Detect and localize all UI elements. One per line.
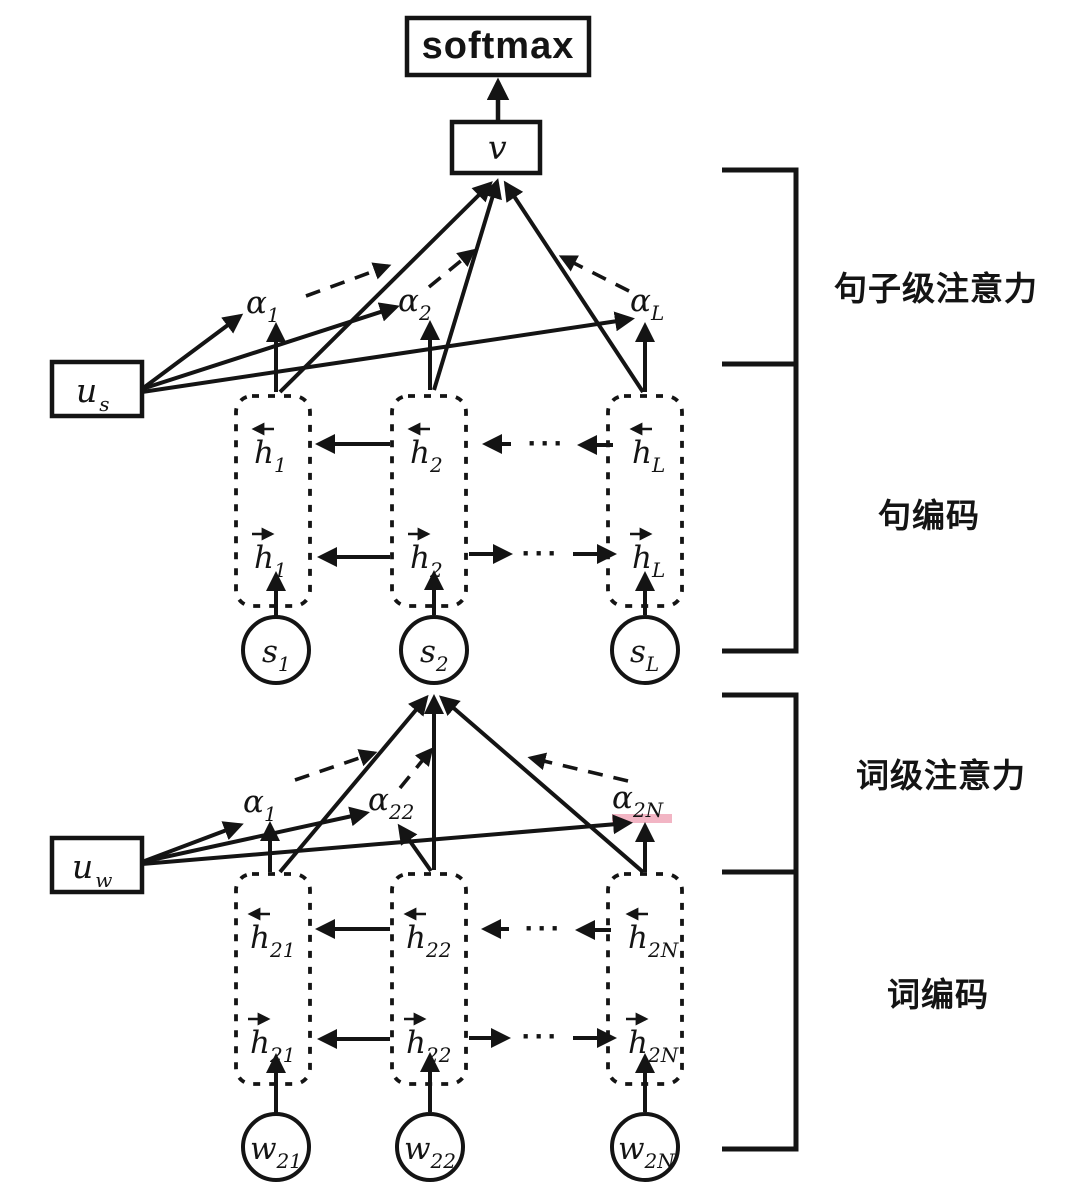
word-backward-state-2: h22 bbox=[406, 920, 451, 962]
edge-wstate2-to-walpha22 bbox=[397, 823, 433, 873]
ellipsis: ··· bbox=[528, 427, 567, 460]
sentence-forward-state-1: h1 bbox=[254, 540, 287, 582]
softmax-label: softmax bbox=[422, 25, 575, 67]
edge-walpha1-weight-dashed bbox=[294, 749, 378, 782]
word-forward-state-2: h22 bbox=[406, 1025, 451, 1067]
word-alpha-2N: α2N bbox=[612, 780, 665, 822]
ellipsis: ··· bbox=[522, 1020, 561, 1053]
edge-sstate3-to-v bbox=[503, 180, 645, 394]
sentence-query-box bbox=[49, 359, 145, 419]
sentence-input-label-1: s1 bbox=[262, 634, 291, 676]
word-backward-state-1: h21 bbox=[250, 920, 295, 962]
sentence-backward-state-2: h2 bbox=[410, 435, 443, 477]
edge-us-to-alpha1 bbox=[140, 313, 244, 391]
sentence-attention-label: 句子级注意力 bbox=[834, 269, 1038, 308]
edge-wstate1-to-s2 bbox=[278, 694, 429, 874]
edge-uw-to-walpha22 bbox=[141, 806, 370, 864]
context-vector-label: v bbox=[488, 128, 507, 167]
word-input-label-2: w22 bbox=[404, 1131, 456, 1173]
sentence-bracket bbox=[722, 167, 799, 654]
sentence-state-box-1 bbox=[234, 394, 312, 608]
word-query-box bbox=[49, 835, 145, 895]
softmax-box bbox=[404, 15, 592, 78]
edge-alpha2-weight-dashed bbox=[427, 248, 476, 289]
sentence-forward-state-2: h2 bbox=[410, 540, 443, 582]
word-alpha-22: α22 bbox=[368, 782, 414, 824]
sentence-state-box-2 bbox=[390, 394, 468, 608]
ellipsis: ··· bbox=[525, 912, 564, 945]
word-forward-state-1: h21 bbox=[250, 1025, 295, 1067]
sentence-input-circle-3 bbox=[610, 615, 680, 685]
sentence-input-circle-2 bbox=[399, 615, 469, 685]
sentence-input-label-2: s2 bbox=[420, 634, 449, 676]
context-vector-box bbox=[449, 119, 543, 176]
edge-uw-to-walpha1 bbox=[141, 821, 244, 864]
word-attention-label: 词级注意力 bbox=[856, 756, 1026, 795]
edge-us-to-alpha2 bbox=[141, 302, 400, 391]
sentence-alpha-L: αL bbox=[630, 283, 664, 325]
edge-wstate3-to-s2 bbox=[438, 695, 645, 874]
word-input-circle-2 bbox=[395, 1112, 465, 1182]
word-input-circle-1 bbox=[241, 1112, 311, 1182]
word-alpha-1: α1 bbox=[243, 784, 277, 826]
edge-walpha22-weight-dashed bbox=[398, 747, 434, 790]
word-state-box-3 bbox=[606, 872, 684, 1086]
edge-us-to-alphaL bbox=[141, 311, 635, 394]
edge-sstate1-to-v bbox=[278, 181, 493, 394]
word-encoder-label: 词编码 bbox=[887, 975, 989, 1014]
edge-alphaL-weight-dashed bbox=[558, 255, 630, 293]
word-forward-state-3: h2N bbox=[628, 1025, 680, 1067]
edge-alpha1-weight-dashed bbox=[305, 262, 392, 298]
word-state-box-1 bbox=[234, 872, 312, 1086]
word-state-box-2 bbox=[390, 872, 468, 1086]
sentence-input-circle-1 bbox=[241, 615, 311, 685]
ellipsis: ··· bbox=[522, 537, 561, 570]
sentence-state-box-3 bbox=[606, 394, 684, 608]
sentence-encoder-label: 句编码 bbox=[878, 496, 980, 535]
word-bracket bbox=[722, 692, 799, 1152]
alpha-2n-highlight-bar bbox=[612, 814, 672, 823]
edge-uw-to-walpha2N bbox=[141, 814, 633, 866]
edge-sstate2-to-v bbox=[432, 178, 502, 391]
sentence-backward-state-3: hL bbox=[632, 435, 665, 477]
word-input-label-1: w21 bbox=[250, 1131, 302, 1173]
sentence-alpha-1: α1 bbox=[246, 285, 280, 327]
sentence-alpha-2: α2 bbox=[398, 283, 432, 325]
sentence-input-label-3: sL bbox=[630, 634, 659, 676]
sentence-forward-state-3: hL bbox=[632, 540, 665, 582]
word-input-label-3: w2N bbox=[618, 1131, 676, 1173]
edge-walpha2N-weight-dashed bbox=[527, 752, 629, 783]
word-backward-state-3: h2N bbox=[628, 920, 680, 962]
word-input-circle-3 bbox=[610, 1112, 680, 1182]
sentence-backward-state-1: h1 bbox=[254, 435, 287, 477]
